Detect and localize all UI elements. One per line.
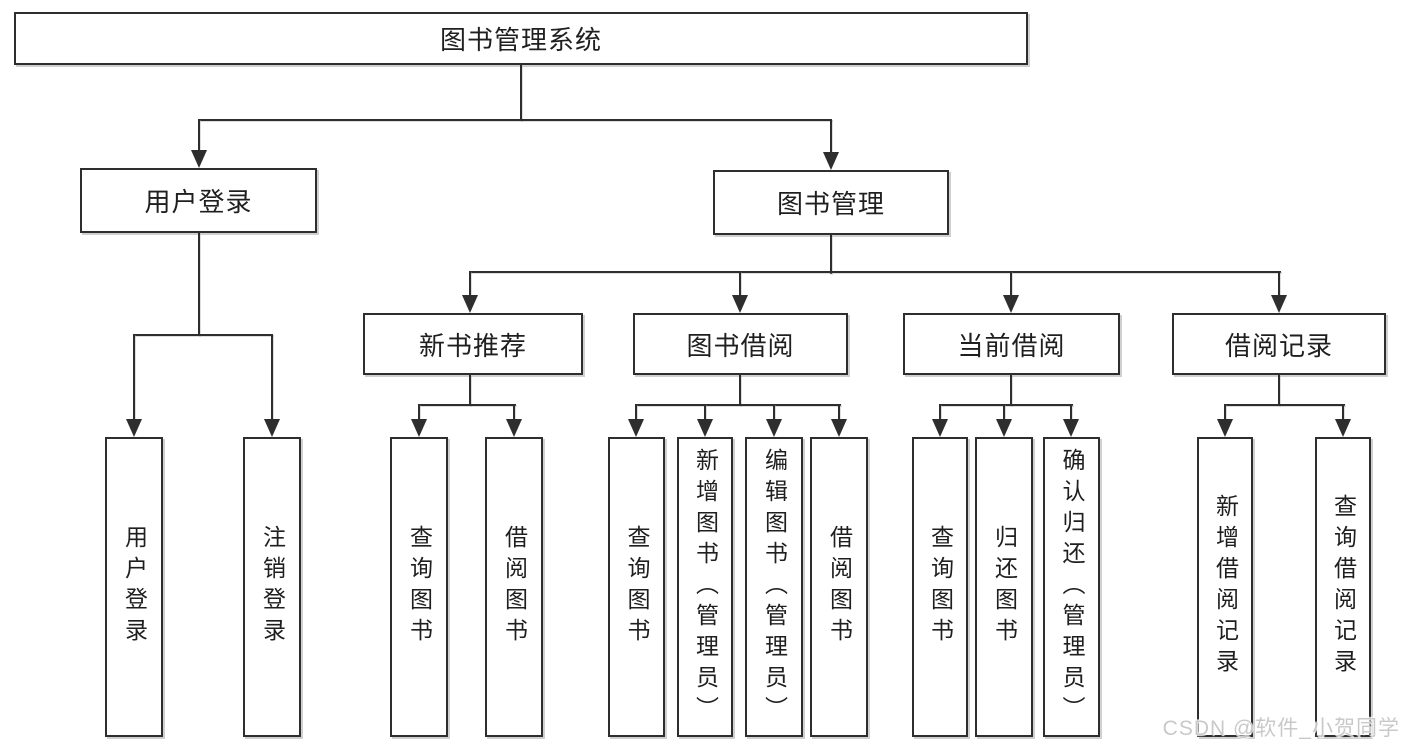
connector-line <box>1010 271 1012 298</box>
node-current-borrow: 当前借阅 <box>903 313 1120 375</box>
connector-line <box>133 334 135 420</box>
connector-line <box>418 404 420 422</box>
connector-line <box>1003 404 1005 422</box>
node-leaf-borrow-books-1: 借阅图书 <box>485 437 543 737</box>
connector-arrow <box>1271 295 1287 313</box>
connector-arrow <box>732 295 748 313</box>
connector-line <box>830 235 832 274</box>
node-leaf-query-books-2: 查询图书 <box>608 437 665 737</box>
connector-arrow <box>126 419 142 437</box>
connector-line <box>739 271 741 298</box>
connector-line <box>1278 271 1280 298</box>
node-leaf-edit-book-admin: 编辑图书（管理员） <box>745 437 803 737</box>
node-leaf-query-borrow-record: 查询借阅记录 <box>1315 437 1371 737</box>
connector-arrow <box>831 419 847 437</box>
connector-arrow <box>1063 419 1079 437</box>
connector-line <box>635 404 637 422</box>
node-leaf-add-book-admin: 新增图书（管理员） <box>677 437 733 737</box>
connector-arrow <box>932 419 948 437</box>
node-leaf-confirm-return-admin: 确认归还（管理员） <box>1043 437 1100 737</box>
connector-line <box>1010 375 1012 406</box>
node-leaf-query-books-1: 查询图书 <box>390 437 448 737</box>
connector-line <box>198 119 200 152</box>
connector-line <box>838 404 840 422</box>
connector-line <box>635 404 841 406</box>
node-leaf-logout: 注销登录 <box>243 437 301 737</box>
node-leaf-user-login: 用户登录 <box>105 437 163 737</box>
connector-line <box>469 375 471 406</box>
node-leaf-borrow-books-2: 借阅图书 <box>810 437 868 737</box>
connector-line <box>1070 404 1072 422</box>
node-book-management: 图书管理 <box>713 170 949 235</box>
connector-line <box>418 404 516 406</box>
connector-line <box>513 404 515 422</box>
node-user-login: 用户登录 <box>80 168 317 233</box>
connector-line <box>1278 375 1280 406</box>
connector-arrow <box>996 419 1012 437</box>
connector-arrow <box>506 419 522 437</box>
connector-line <box>830 119 832 154</box>
connector-line <box>1224 404 1226 422</box>
connector-arrow <box>411 419 427 437</box>
connector-line <box>520 65 522 121</box>
watermark: CSDN @软件_小贺同学 <box>1162 717 1400 740</box>
connector-arrow <box>264 419 280 437</box>
connector-line <box>271 334 273 420</box>
connector-arrow <box>1217 419 1233 437</box>
connector-arrow <box>1003 295 1019 313</box>
connector-line <box>198 119 832 121</box>
connector-arrow <box>191 150 207 168</box>
connector-arrow <box>697 419 713 437</box>
connector-line <box>939 404 941 422</box>
connector-arrow <box>766 419 782 437</box>
node-root: 图书管理系统 <box>14 12 1028 65</box>
node-leaf-return-books: 归还图书 <box>975 437 1033 737</box>
node-borrow-records: 借阅记录 <box>1172 313 1386 375</box>
connector-line <box>1224 404 1345 406</box>
connector-line <box>469 271 471 298</box>
connector-arrow <box>462 295 478 313</box>
connector-arrow <box>823 152 839 170</box>
connector-line <box>1342 404 1344 422</box>
connector-line <box>939 404 1073 406</box>
connector-line <box>198 233 200 336</box>
connector-arrow <box>1335 419 1351 437</box>
connector-line <box>133 334 273 336</box>
connector-arrow <box>628 419 644 437</box>
node-leaf-query-books-3: 查询图书 <box>912 437 968 737</box>
connector-line <box>739 375 741 406</box>
node-book-borrow: 图书借阅 <box>633 313 848 375</box>
node-new-book-recommend: 新书推荐 <box>363 313 583 375</box>
node-leaf-add-borrow-record: 新增借阅记录 <box>1197 437 1253 737</box>
connector-line <box>773 404 775 422</box>
connector-line <box>469 271 1281 273</box>
connector-line <box>704 404 706 422</box>
